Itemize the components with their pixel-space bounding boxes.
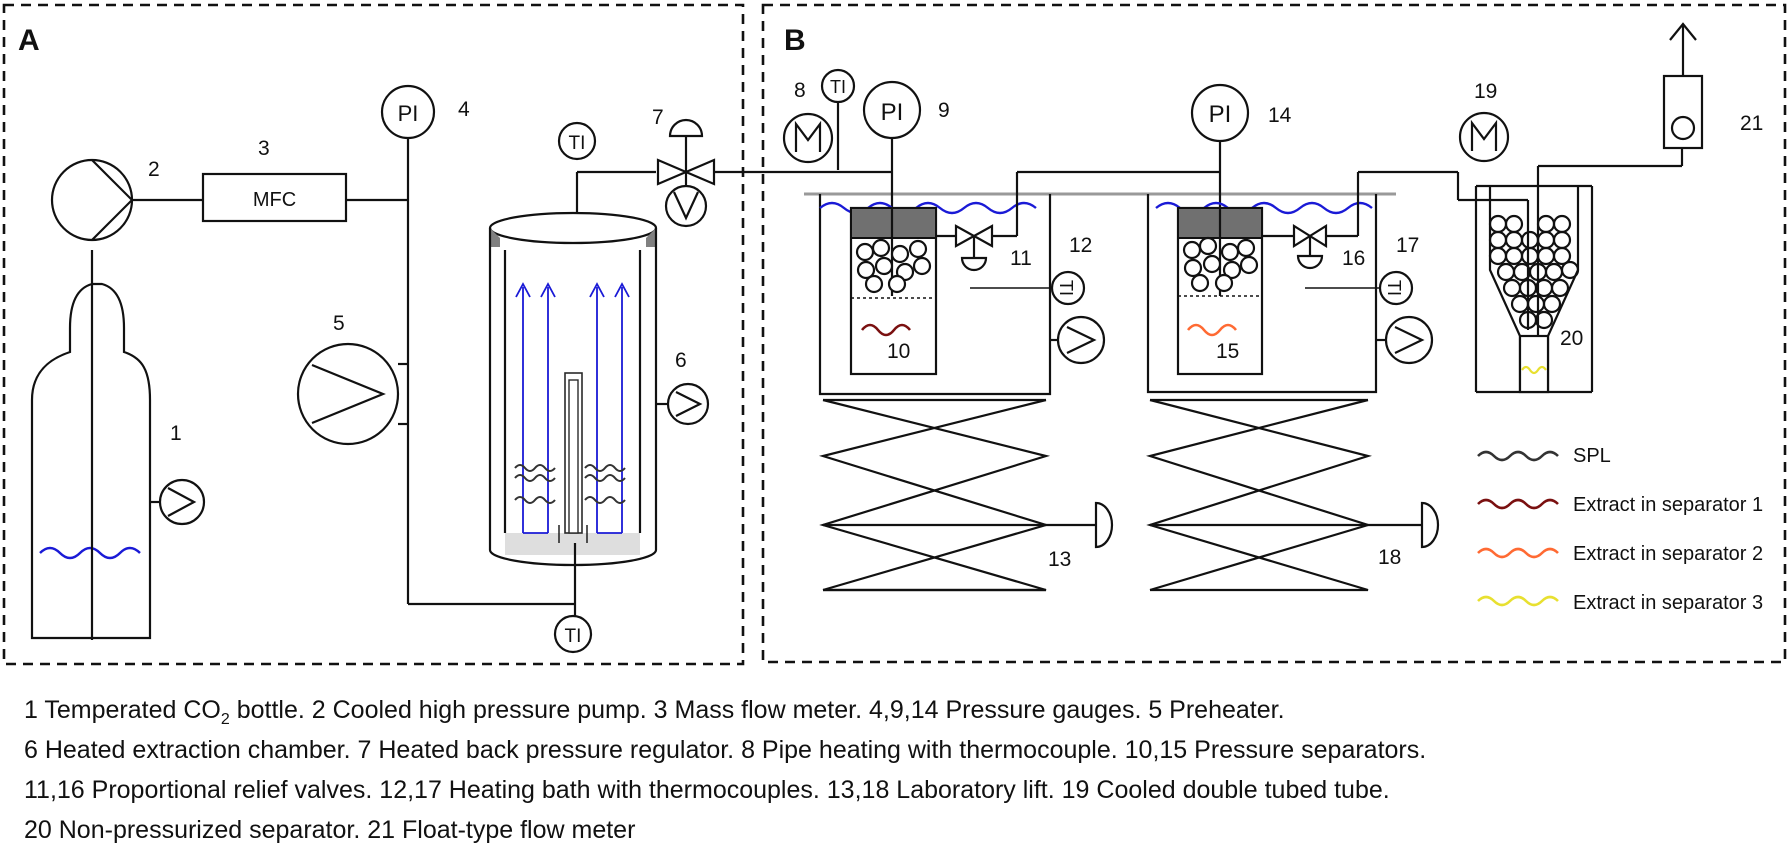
caption-line-1: 1 Temperated CO2 bottle. 2 Cooled high p… xyxy=(24,696,1285,729)
label-3: 3 xyxy=(258,137,270,160)
pi-text-14: PI xyxy=(1209,101,1232,128)
pipe-heater-8 xyxy=(782,112,834,164)
pump-icon xyxy=(50,158,134,242)
label-2: 2 xyxy=(148,158,160,181)
panel-b-frame xyxy=(761,3,1787,664)
legend: SPL Extract in separator 1 Extract in se… xyxy=(1477,445,1763,614)
label-18: 18 xyxy=(1378,546,1401,569)
non-pressurized-separator xyxy=(1474,184,1594,394)
legend-label-spl: SPL xyxy=(1573,445,1611,467)
laboratory-lift-1 xyxy=(818,398,1114,592)
co2-bottle xyxy=(30,250,206,640)
label-19: 19 xyxy=(1474,80,1497,103)
legend-swatch-spl xyxy=(1477,450,1559,462)
pi-text-4: PI xyxy=(398,101,419,126)
pressure-separator-1 xyxy=(818,194,1106,396)
legend-swatch-separator-1 xyxy=(1477,498,1559,510)
caption-line-1-end: bottle. 2 Cooled high pressure pump. 3 M… xyxy=(229,696,1285,724)
label-12: 12 xyxy=(1069,234,1092,257)
label-6: 6 xyxy=(675,349,687,372)
panel-a-label: A xyxy=(18,24,40,57)
temperature-sensor-bottom xyxy=(553,614,593,654)
caption-line-2: 6 Heated extraction chamber. 7 Heated ba… xyxy=(24,736,1427,764)
label-9: 9 xyxy=(938,99,950,122)
legend-swatch-separator-2 xyxy=(1477,547,1559,559)
mfc-text: MFC xyxy=(253,189,296,211)
back-pressure-regulator xyxy=(656,118,824,228)
pressure-separator-2 xyxy=(1146,194,1434,394)
ti-text-top: TI xyxy=(569,133,586,154)
co2-liquid-level xyxy=(39,546,141,560)
pressure-gauge-14 xyxy=(1190,83,1250,143)
flow-meter-float xyxy=(1670,115,1696,141)
label-1: 1 xyxy=(170,422,182,445)
caption-line-1-subscript: 2 xyxy=(220,711,230,728)
legend-label-separator-2: Extract in separator 2 xyxy=(1573,543,1763,565)
ti-text-12: TI xyxy=(1056,280,1076,296)
caption-line-3: 11,16 Proportional relief valves. 12,17 … xyxy=(24,776,1390,804)
label-13: 13 xyxy=(1048,548,1071,571)
legend-label-separator-3: Extract in separator 3 xyxy=(1573,592,1763,614)
cooled-tube-19 xyxy=(1458,111,1510,163)
label-5: 5 xyxy=(333,312,345,335)
ti-text-bottom: TI xyxy=(565,626,582,647)
laboratory-lift-2 xyxy=(1146,398,1440,592)
ti-text-17: TI xyxy=(1384,280,1404,296)
label-14: 14 xyxy=(1268,104,1292,127)
caption-line-4: 20 Non-pressurized separator. 21 Float-t… xyxy=(24,816,636,844)
legend-swatch-separator-3 xyxy=(1477,595,1559,607)
ti-text-pipe: TI xyxy=(830,77,846,97)
panel-b-label: B xyxy=(784,24,806,57)
label-7: 7 xyxy=(652,106,664,129)
mass-flow-meter xyxy=(201,172,348,223)
label-10: 10 xyxy=(887,340,910,363)
label-16: 16 xyxy=(1342,247,1365,270)
label-21: 21 xyxy=(1740,112,1763,135)
label-17: 17 xyxy=(1396,234,1419,257)
extraction-chamber xyxy=(488,211,658,567)
label-20: 20 xyxy=(1560,327,1583,350)
label-4: 4 xyxy=(458,98,470,121)
label-8: 8 xyxy=(794,79,806,102)
bottle-heater-icon xyxy=(158,478,206,526)
legend-label-separator-1: Extract in separator 1 xyxy=(1573,494,1763,516)
panel-a-frame xyxy=(2,3,745,666)
pi-text-9: PI xyxy=(881,99,904,126)
pressure-gauge-4 xyxy=(380,84,436,140)
float-flow-meter xyxy=(1662,74,1704,150)
label-11: 11 xyxy=(1010,247,1032,270)
label-15: 15 xyxy=(1216,340,1239,363)
temperature-sensor-top xyxy=(557,121,597,161)
process-diagram: A 1 2 MFC 3 PI 4 5 xyxy=(2,3,1787,666)
caption-line-1-start: 1 Temperated CO xyxy=(24,696,221,724)
high-pressure-pump xyxy=(50,158,203,242)
